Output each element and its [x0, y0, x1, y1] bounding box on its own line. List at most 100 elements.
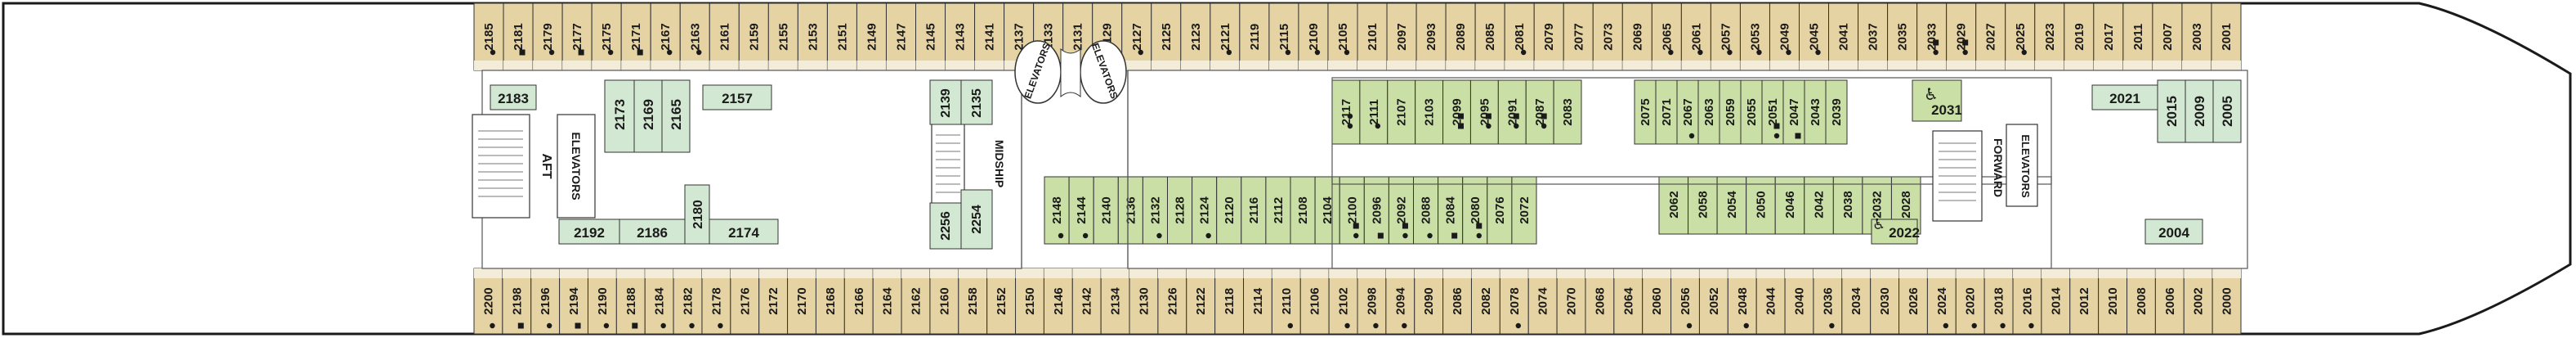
- cabin-2077: 2077: [1563, 2, 1594, 71]
- cabin-number: 2155: [776, 23, 790, 50]
- cabin-number: 2024: [1935, 287, 1949, 315]
- cabin-number: 2039: [1830, 98, 1844, 125]
- cabin-2009: 2009: [2192, 96, 2207, 127]
- suite-cabins: 2183 2173 2169 2165 2157 2139 2135 2031 …: [490, 79, 2242, 250]
- bullet-icon: [1668, 49, 1674, 56]
- cabin-2170: 2170: [787, 268, 816, 335]
- cabin-2135: 2135: [970, 88, 984, 118]
- cabin-number: 2158: [966, 287, 980, 314]
- cabin-number: 2178: [709, 287, 723, 314]
- cabin-2147: 2147: [885, 2, 917, 71]
- cabin-2184: 2184: [644, 268, 674, 335]
- bullet-icon: [2028, 322, 2034, 329]
- cabin-number: 2023: [2043, 23, 2057, 50]
- bullet-icon: [667, 49, 673, 56]
- cabin-2105: 2105: [1327, 2, 1358, 71]
- bullet-icon: [1515, 322, 1521, 329]
- cabin-number: 2080: [1469, 196, 1483, 223]
- cabin-number: 2196: [539, 287, 552, 314]
- cabin-number: 2020: [1964, 287, 1978, 314]
- cabin-number: 2163: [688, 23, 702, 50]
- cabin-2103: 2103: [1415, 79, 1444, 145]
- cabin-number: 2048: [1736, 287, 1750, 314]
- cabin-number: 2166: [852, 287, 866, 314]
- cabin-number: 2077: [1572, 23, 1585, 50]
- cabin-number: 2099: [1451, 98, 1465, 125]
- cabin-2040: 2040: [1784, 268, 1814, 335]
- cabin-2049: 2049: [1769, 2, 1800, 71]
- cabin-number: 2006: [2163, 287, 2177, 314]
- cabin-2072: 2072: [1511, 176, 1537, 245]
- cabin-number: 2090: [1422, 287, 1436, 314]
- cabin-2194: 2194: [559, 268, 588, 335]
- bullet-icon: [1697, 49, 1703, 56]
- cabin-2089: 2089: [1445, 2, 1476, 71]
- cabin-number: 2200: [481, 287, 495, 314]
- cabin-number: 2182: [682, 287, 695, 314]
- bullet-icon: [1373, 322, 1379, 329]
- bullet-icon: [1287, 322, 1294, 329]
- bullet-icon: [1476, 232, 1482, 239]
- cabin-2161: 2161: [709, 2, 740, 71]
- cabin-2030: 2030: [1870, 268, 1900, 335]
- cabin-2078: 2078: [1499, 268, 1529, 335]
- square-icon: [1485, 113, 1491, 119]
- cabin-number: 2094: [1393, 287, 1407, 315]
- cabin-number: 2170: [795, 287, 809, 314]
- cabin-2256: 2256: [939, 211, 953, 241]
- cabin-number: 2017: [2102, 23, 2116, 50]
- cabin-number: 2092: [1394, 196, 1408, 223]
- cabin-number: 2127: [1130, 23, 1144, 50]
- cabin-2002: 2002: [2183, 268, 2213, 335]
- cabin-number: 2041: [1837, 23, 1851, 50]
- cabin-number: 2179: [541, 23, 555, 50]
- cabin-number: 2105: [1336, 23, 1350, 50]
- cabin-number: 2132: [1148, 196, 1162, 223]
- cabin-2079: 2079: [1533, 2, 1564, 71]
- cabin-number: 2121: [1219, 23, 1232, 50]
- cabin-number: 2143: [954, 23, 968, 50]
- cabin-number: 2123: [1189, 23, 1203, 50]
- cabin-number: 2069: [1630, 23, 1644, 50]
- bullet-icon: [1786, 49, 1791, 56]
- cabin-number: 2025: [2014, 23, 2028, 50]
- cabin-number: 2162: [910, 287, 924, 314]
- cabin-number: 2011: [2131, 24, 2145, 51]
- cabin-2109: 2109: [1298, 2, 1329, 71]
- accessible-icon: ♿: [1924, 84, 1939, 104]
- cabin-number: 2131: [1071, 23, 1085, 50]
- cabin-2146: 2146: [1043, 268, 1073, 335]
- cabin-2083: 2083: [1553, 79, 1582, 145]
- aft-elevators-label: ELEVATORS: [570, 132, 583, 200]
- bullet-icon: [1344, 322, 1350, 329]
- bullet-icon: [2000, 322, 2006, 329]
- cabin-2023: 2023: [2034, 2, 2065, 71]
- bullet-icon: [1427, 232, 1433, 239]
- cabin-number: 2075: [1639, 98, 1652, 125]
- cabin-number: 2079: [1542, 23, 1556, 50]
- cabin-number: 2198: [510, 287, 524, 314]
- cabin-number: 2076: [1493, 196, 1507, 223]
- cabin-number: 2118: [1223, 288, 1237, 315]
- cabin-2254: 2254: [970, 205, 984, 234]
- cabin-number: 2043: [1809, 98, 1822, 125]
- cabin-2159: 2159: [738, 2, 769, 71]
- bullet-icon: [1156, 232, 1162, 239]
- cabin-2096: 2096: [1363, 176, 1389, 245]
- cabin-2029: 2029: [1946, 2, 1977, 71]
- cabin-2121: 2121: [1210, 2, 1241, 71]
- bullet-icon: [696, 49, 702, 56]
- cabin-number: 2051: [1766, 98, 1780, 125]
- cabin-number: 2026: [1907, 287, 1921, 314]
- cabin-number: 2185: [482, 23, 496, 50]
- cabin-2035: 2035: [1887, 2, 1918, 71]
- cabin-2171: 2171: [620, 2, 651, 71]
- square-icon: [637, 49, 643, 56]
- cabin-number: 2064: [1621, 287, 1635, 315]
- cabin-2148: 2148: [1044, 176, 1070, 245]
- cabin-2051: 2051: [1761, 79, 1784, 145]
- cabin-2069: 2069: [1621, 2, 1652, 71]
- cabin-2169: 2169: [641, 99, 656, 130]
- cabin-2200: 2200: [473, 268, 503, 335]
- cabin-2102: 2102: [1328, 268, 1358, 335]
